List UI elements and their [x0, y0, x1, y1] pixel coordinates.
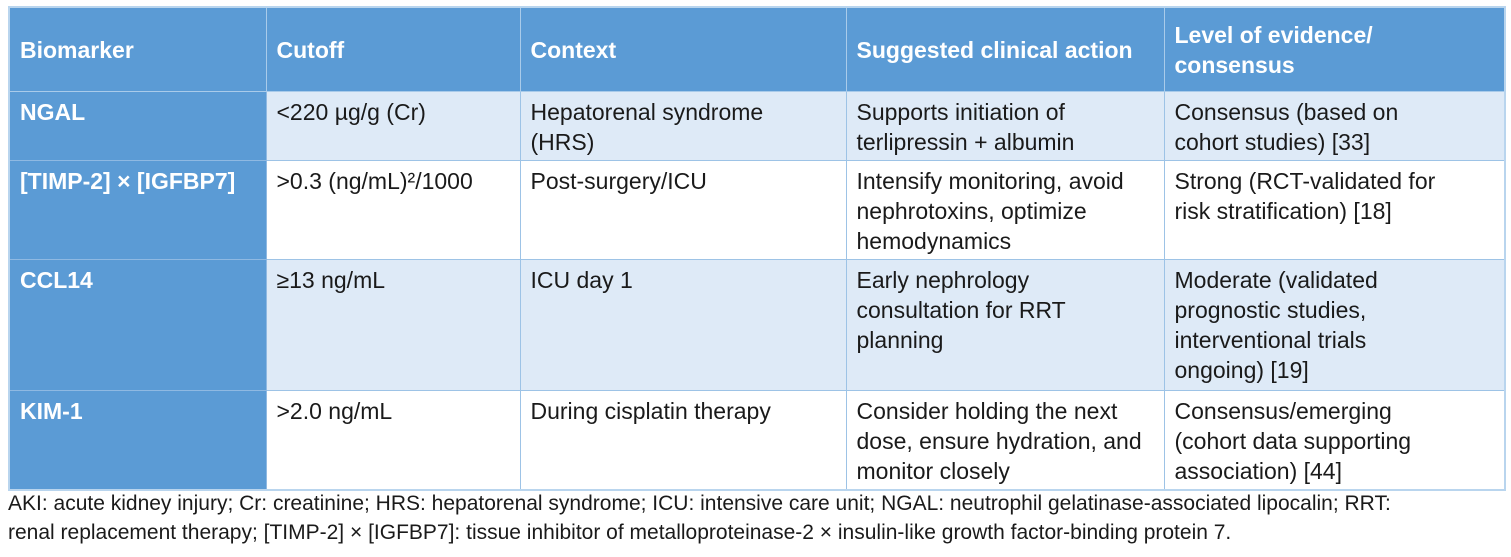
- cell-action: Supports initiation of terlipressin + al…: [845, 90, 1165, 161]
- table-row-kim1: KIM-1 >2.0 ng/mL During cisplatin therap…: [8, 389, 1506, 490]
- table-row-ccl14: CCL14 ≥13 ng/mL ICU day 1 Early nephrolo…: [8, 258, 1506, 391]
- row-header-biomarker: NGAL: [8, 90, 267, 161]
- cell-cutoff: >2.0 ng/mL: [265, 389, 521, 490]
- row-header-biomarker: CCL14: [8, 258, 267, 391]
- cell-cutoff: ≥13 ng/mL: [265, 258, 521, 391]
- row-header-biomarker: KIM-1: [8, 389, 267, 490]
- header-cell-action: Suggested clinical action: [845, 6, 1165, 92]
- cell-context: Hepatorenal syndrome (HRS): [519, 90, 847, 161]
- cell-evidence: Consensus (based on cohort studies) [33]: [1163, 90, 1506, 161]
- cell-action: Intensify monitoring, avoid nephrotoxins…: [845, 159, 1165, 260]
- cell-cutoff: <220 µg/g (Cr): [265, 90, 521, 161]
- table-row-ngal: NGAL <220 µg/g (Cr) Hepatorenal syndrome…: [8, 90, 1506, 161]
- cell-evidence: Strong (RCT-validated for risk stratific…: [1163, 159, 1506, 260]
- row-header-biomarker: [TIMP-2] × [IGFBP7]: [8, 159, 267, 260]
- abbreviations-footnote: AKI: acute kidney injury; Cr: creatinine…: [8, 492, 1391, 544]
- header-cell-evidence: Level of evidence/ consensus: [1163, 6, 1506, 92]
- cell-cutoff: >0.3 (ng/mL)²/1000: [265, 159, 521, 260]
- cell-context: During cisplatin therapy: [519, 389, 847, 490]
- cell-context: ICU day 1: [519, 258, 847, 391]
- header-cell-context: Context: [519, 6, 847, 92]
- table-row-timp2-igfbp7: [TIMP-2] × [IGFBP7] >0.3 (ng/mL)²/1000 P…: [8, 159, 1506, 260]
- header-cell-cutoff: Cutoff: [265, 6, 521, 92]
- cell-action: Early nephrology consultation for RRT pl…: [845, 258, 1165, 391]
- biomarker-table: Biomarker Cutoff Context Suggested clini…: [8, 6, 1506, 491]
- cell-evidence: Consensus/emerging (cohort data supporti…: [1163, 389, 1506, 490]
- cell-action: Consider holding the next dose, ensure h…: [845, 389, 1165, 490]
- header-cell-biomarker: Biomarker: [8, 6, 267, 92]
- cell-evidence: Moderate (validated prognostic studies, …: [1163, 258, 1506, 391]
- cell-context: Post-surgery/ICU: [519, 159, 847, 260]
- table-header-row: Biomarker Cutoff Context Suggested clini…: [8, 6, 1506, 92]
